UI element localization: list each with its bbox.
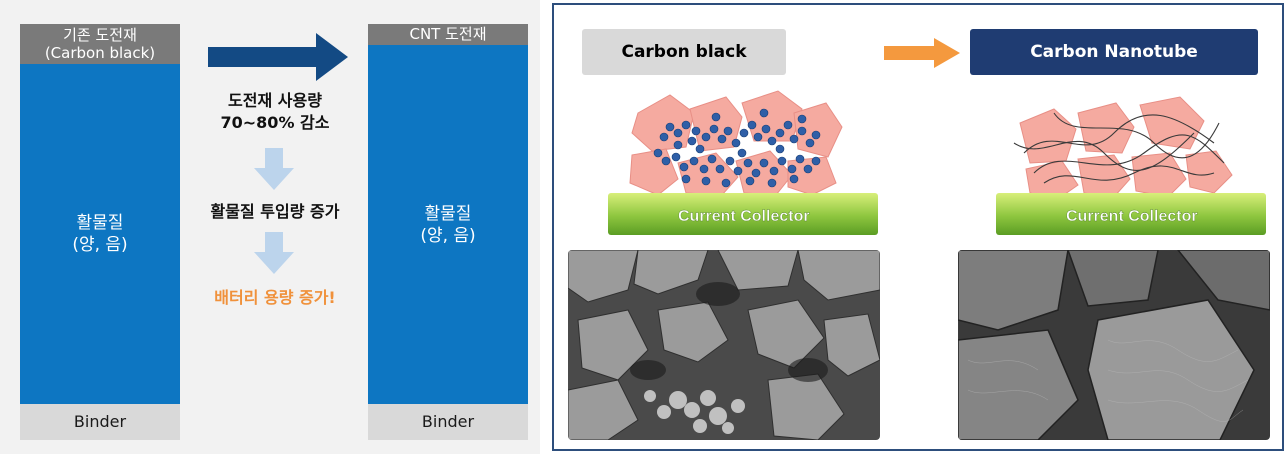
carbon-black-particles [653, 108, 821, 188]
cnt-active-line2: (양, 음) [420, 225, 476, 246]
conductive-agent-comparison-panel: 기존 도전재 (Carbon black) 활물질 (양, 음) Binder … [0, 0, 540, 454]
carbon-black-particle [777, 156, 787, 166]
carbon-black-particle [725, 156, 735, 166]
current-collector-label: Current Collector [678, 208, 810, 225]
carbon-black-particle [797, 126, 807, 136]
carbon-black-particle [797, 114, 807, 124]
carbon-black-particle [805, 138, 815, 148]
carbon-black-particle [699, 164, 709, 174]
conventional-caption: 기존 도전재 (Carbon black) [20, 24, 180, 64]
carbon-black-particle [711, 112, 721, 122]
right-arrow-icon [884, 38, 960, 68]
step-capacity-increase: 배터리 용량 증가! [214, 288, 336, 307]
cnt-sem-image [958, 250, 1270, 440]
carbon-black-sem-image [568, 250, 880, 440]
conventional-active-material: 활물질 (양, 음) [20, 64, 180, 404]
carbon-black-label: Carbon black [582, 29, 786, 75]
carbon-black-particle [717, 134, 727, 144]
carbon-black-particle [767, 136, 777, 146]
carbon-black-particle [783, 120, 793, 130]
current-collector-bar [996, 193, 1266, 235]
conventional-active-line2: (양, 음) [72, 235, 128, 255]
carbon-black-particle [689, 156, 699, 166]
carbon-black-particle [701, 132, 711, 142]
carbon-black-particle [767, 178, 777, 188]
carbon-black-particle [731, 138, 741, 148]
carbon-black-particle [759, 108, 769, 118]
carbon-black-particle [723, 126, 733, 136]
carbon-black-particle [721, 178, 731, 188]
carbon-black-particle [745, 176, 755, 186]
conventional-electrode-column: 기존 도전재 (Carbon black) 활물질 (양, 음) Binder [20, 24, 180, 440]
cnt-electrode-illustration: Current Collector [996, 96, 1266, 235]
step1-line2: 70~80% 감소 [220, 113, 330, 132]
carbon-black-particle [671, 152, 681, 162]
carbon-black-particle [681, 120, 691, 130]
carbon-black-particle [759, 158, 769, 168]
cnt-electrode-column: CNT 도전재 활물질 (양, 음) Binder [368, 24, 528, 440]
carbon-black-particle [769, 166, 779, 176]
carbon-black-particle [665, 122, 675, 132]
cnt-active-material: 활물질 (양, 음) [368, 45, 528, 404]
down-arrow-icon [254, 232, 294, 274]
conventional-caption-line1: 기존 도전재 [63, 26, 137, 44]
right-arrow-icon [208, 33, 348, 81]
carbon-black-particle [789, 174, 799, 184]
carbon-black-particle [811, 130, 821, 140]
down-arrow-icon [254, 148, 294, 190]
carbon-black-particle [787, 164, 797, 174]
carbon-black-particle [761, 124, 771, 134]
carbon-black-particle [681, 174, 691, 184]
current-collector-label: Current Collector [1066, 208, 1198, 225]
carbon-black-particle [811, 156, 821, 166]
carbon-black-particle [687, 136, 697, 146]
carbon-black-particle [673, 128, 683, 138]
active-particles [1019, 96, 1233, 200]
carbon-black-particle [743, 158, 753, 168]
carbon-black-particle [737, 148, 747, 158]
carbon-black-particle [795, 154, 805, 164]
carbon-black-particle [661, 156, 671, 166]
carbon-black-particle [709, 124, 719, 134]
conventional-caption-line2: (Carbon black) [44, 44, 156, 62]
carbon-black-particle [739, 128, 749, 138]
electrode-structure-panel: Carbon black Carbon Nanotube Current Col… [552, 3, 1284, 451]
carbon-black-particle [803, 164, 813, 174]
carbon-black-particle [653, 148, 663, 158]
carbon-black-particle [753, 132, 763, 142]
carbon-black-particle [701, 176, 711, 186]
current-collector-bar [608, 193, 878, 235]
carbon-black-particle [679, 162, 689, 172]
carbon-black-electrode-illustration: Current Collector [608, 90, 878, 235]
carbon-black-particle [715, 164, 725, 174]
cnt-active-line1: 활물질 [424, 203, 472, 224]
carbon-black-particle [707, 154, 717, 164]
step1-line1: 도전재 사용량 [228, 91, 322, 110]
conventional-active-line1: 활물질 [76, 213, 124, 233]
carbon-black-particle [747, 120, 757, 130]
cnt-binder: Binder [368, 404, 528, 440]
carbon-black-particle [673, 140, 683, 150]
carbon-black-particle [789, 134, 799, 144]
carbon-nanotube-label: Carbon Nanotube [970, 29, 1258, 75]
cnt-caption: CNT 도전재 [368, 24, 528, 45]
carbon-nanotube-strands [1013, 112, 1225, 184]
conventional-binder: Binder [20, 404, 180, 440]
carbon-black-particle [775, 144, 785, 154]
carbon-black-particle [775, 128, 785, 138]
step-active-increase: 활물질 투입량 증가 [210, 202, 340, 221]
carbon-black-particle [691, 126, 701, 136]
carbon-black-particle [695, 144, 705, 154]
carbon-black-particle [659, 132, 669, 142]
step-usage-reduction: 도전재 사용량 70~80% 감소 [190, 90, 360, 134]
carbon-black-particle [751, 168, 761, 178]
carbon-black-particle [733, 166, 743, 176]
